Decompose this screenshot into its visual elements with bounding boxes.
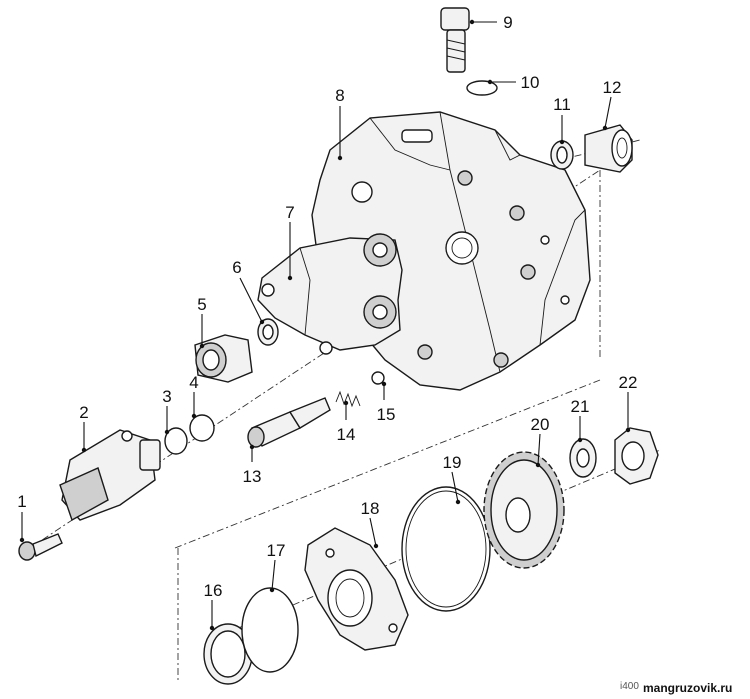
lock-washer-21 (569, 438, 597, 478)
o-ring-19 (401, 486, 491, 612)
valve-13 (247, 397, 331, 448)
callout-4: 4 (189, 373, 198, 392)
callout-16: 16 (204, 581, 223, 600)
callout-17: 17 (267, 541, 286, 560)
watermark: mangruzovik.ru (640, 681, 736, 695)
figure-code: i400 (620, 681, 639, 692)
callout-2: 2 (79, 403, 88, 422)
plug-5 (194, 334, 253, 383)
o-ring-4 (189, 414, 215, 442)
callout-10: 10 (521, 73, 540, 92)
spring-14 (335, 390, 361, 408)
callout-22: 22 (619, 373, 638, 392)
o-ring-3 (164, 427, 188, 455)
callout-8: 8 (335, 86, 344, 105)
callout-21: 21 (571, 397, 590, 416)
callout-1: 1 (17, 492, 26, 511)
drive-gear (483, 451, 565, 569)
callout-12: 12 (603, 78, 622, 97)
pump-head (257, 233, 403, 355)
seal-ring-16 (203, 623, 253, 685)
flange-18 (304, 527, 409, 651)
washer-11 (550, 140, 574, 170)
leader-lines (21, 21, 629, 628)
callout-6: 6 (232, 258, 241, 277)
callout-14: 14 (337, 425, 356, 444)
callout-7: 7 (285, 203, 294, 222)
callout-20: 20 (531, 415, 550, 434)
callout-13: 13 (243, 467, 262, 486)
callout-11: 11 (553, 95, 571, 114)
banjo-screw (440, 7, 470, 73)
callout-5: 5 (197, 295, 206, 314)
callout-9: 9 (503, 13, 512, 32)
union-fitting-12 (584, 124, 633, 173)
hex-nut-22 (614, 427, 659, 485)
washer-6 (257, 318, 279, 346)
sealing-ring-10 (466, 80, 498, 96)
callout-19: 19 (443, 453, 462, 472)
leader-dots (19, 19, 631, 631)
metering-unit (59, 429, 161, 522)
o-ring-17 (241, 587, 299, 673)
callout-3: 3 (162, 387, 171, 406)
callout-15: 15 (377, 405, 396, 424)
ball-15 (371, 371, 385, 385)
screw-1 (18, 533, 63, 561)
callout-labels: 1 2 3 4 5 6 7 8 9 10 11 12 13 14 15 16 1… (17, 13, 637, 600)
callout-18: 18 (361, 499, 380, 518)
